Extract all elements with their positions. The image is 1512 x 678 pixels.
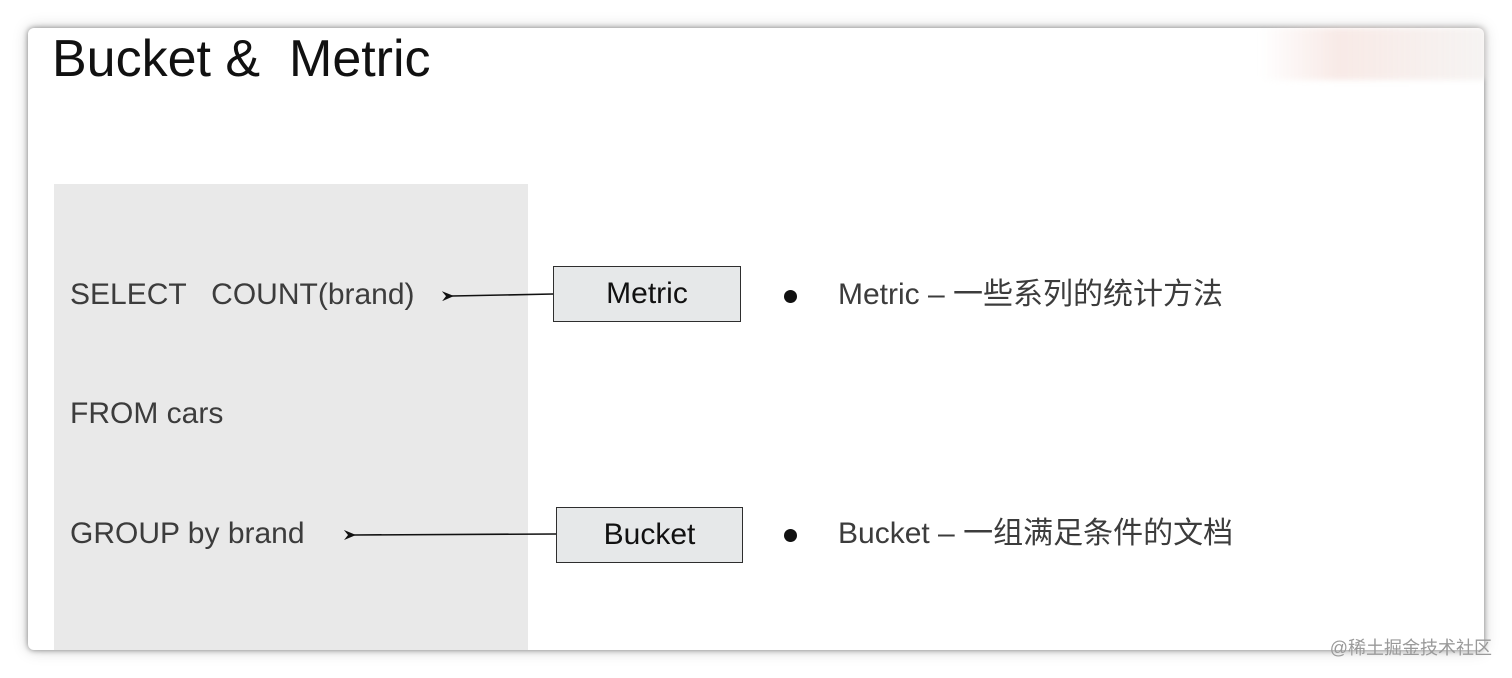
bucket-description: Bucket – 一组满足条件的文档 bbox=[838, 517, 1234, 550]
metric-description: Metric – 一些系列的统计方法 bbox=[838, 278, 1224, 311]
corner-glow-decoration bbox=[1260, 28, 1486, 80]
metric-bullet-icon bbox=[784, 290, 797, 303]
sql-group-line: GROUP by brand bbox=[70, 517, 305, 550]
slide-title: Bucket & Metric bbox=[52, 30, 431, 88]
metric-label-box: Metric bbox=[553, 266, 741, 322]
watermark-text: @稀土掘金技术社区 bbox=[1329, 638, 1492, 658]
sql-from-line: FROM cars bbox=[70, 397, 224, 430]
sql-code-panel bbox=[54, 184, 528, 650]
bucket-bullet-icon bbox=[784, 529, 797, 542]
bucket-label-box: Bucket bbox=[556, 507, 743, 563]
sql-select-line: SELECT COUNT(brand) bbox=[70, 278, 415, 311]
